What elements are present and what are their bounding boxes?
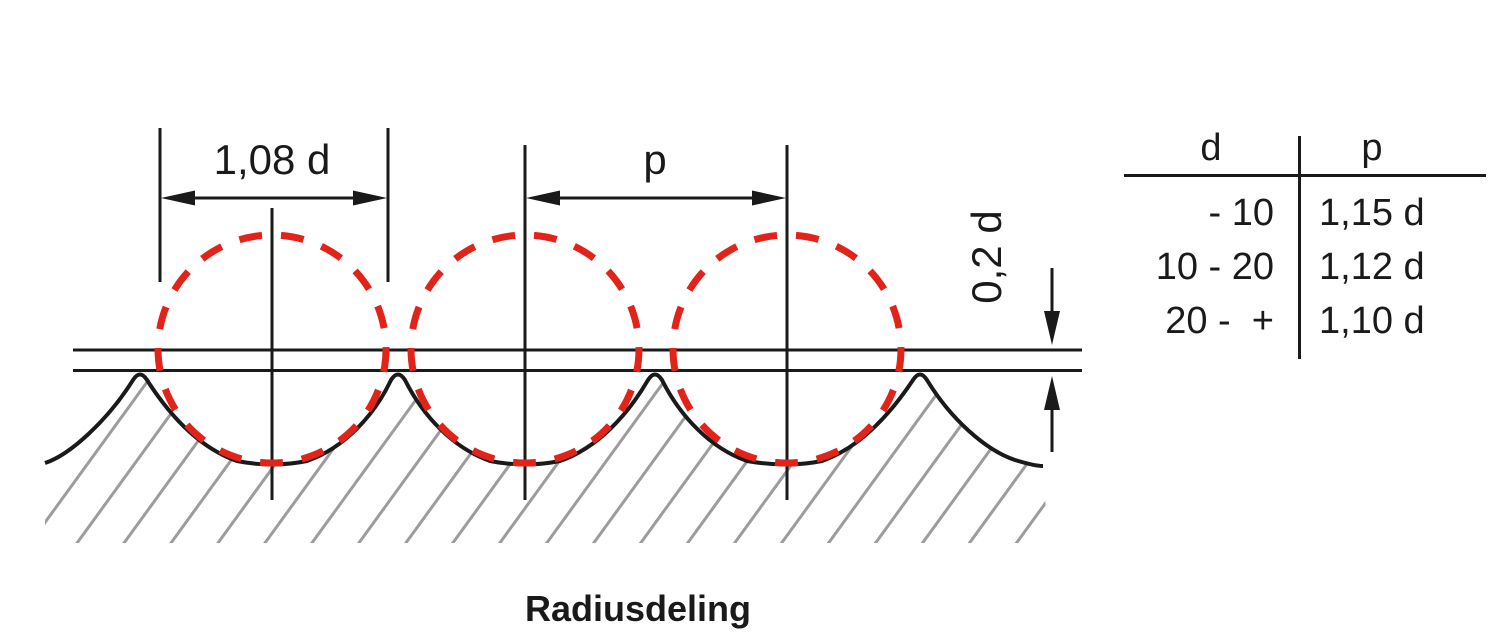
hatched-material-region xyxy=(45,374,1048,543)
arrowhead-right xyxy=(752,190,786,206)
figure-caption: Radiusdeling xyxy=(524,588,752,629)
arrowhead-left xyxy=(526,190,560,206)
cell-p-value: 1,12 d xyxy=(1319,245,1425,288)
arrowhead-left xyxy=(161,190,195,206)
arrowhead-up xyxy=(1044,376,1060,410)
spec-table-body: - 10 1,15 d 10 - 20 1,12 d 20 - + 1,10 d xyxy=(1124,136,1486,359)
dimension-groove-width xyxy=(158,128,390,282)
table-row: - 10 1,15 d xyxy=(1124,186,1486,240)
spec-table-column-divider xyxy=(1298,136,1301,359)
radius-circle-3 xyxy=(669,231,905,467)
dimension-depth xyxy=(1044,268,1060,452)
radius-circle-2 xyxy=(407,231,643,467)
spec-table-header-d: d xyxy=(1200,126,1222,169)
dimension-label-depth: 0,2 d xyxy=(963,210,1010,304)
spec-table-header-p: p xyxy=(1361,126,1383,169)
cell-d-range: - 10 xyxy=(1208,191,1274,234)
arrowhead-down xyxy=(1044,311,1060,345)
table-row: 10 - 20 1,12 d xyxy=(1124,240,1486,294)
cell-p-value: 1,10 d xyxy=(1319,299,1425,342)
cell-d-range: 10 - 20 xyxy=(1155,245,1274,288)
radius-circle-1 xyxy=(154,231,390,467)
arrowhead-right xyxy=(353,190,387,206)
cell-d-range: 20 - + xyxy=(1165,299,1274,342)
cell-p-value: 1,15 d xyxy=(1319,191,1425,234)
table-row: 20 - + 1,10 d xyxy=(1124,294,1486,348)
dimension-label-groove-width: 1,08 d xyxy=(213,136,331,183)
pitch-spec-table: d p - 10 1,15 d 10 - 20 1,12 d 20 - + 1,… xyxy=(1124,122,1486,359)
dimension-label-pitch: p xyxy=(643,136,667,183)
dimension-pitch xyxy=(526,190,786,206)
spec-table-header: d p xyxy=(1124,122,1486,177)
